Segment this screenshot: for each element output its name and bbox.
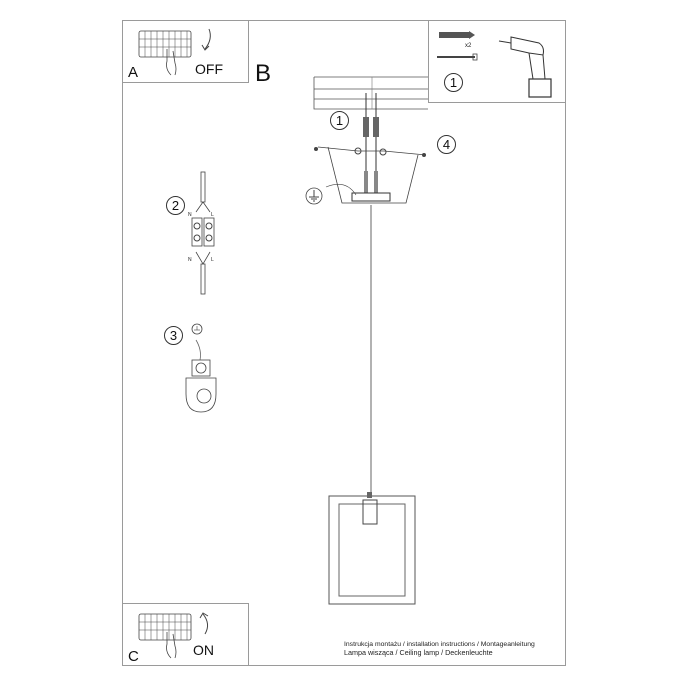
on-label: ON [193,642,214,658]
tools-panel: x2 1 [428,20,566,103]
arrow-down-icon [201,28,211,51]
screw-icon [437,53,478,61]
neutral-top-label: N [188,212,192,218]
caption-line-2: Lampa wisząca / Ceiling lamp / Deckenleu… [344,648,493,657]
neutral-bottom-label: N [188,257,192,263]
off-label: OFF [195,61,223,77]
panel-b-letter: B [255,60,272,87]
step-1-badge: 1 [444,73,463,92]
breaker-panel-icon [138,30,192,76]
panel-c: C ON [122,603,249,666]
live-bottom-label: L [211,257,214,263]
dowel-count: x2 [465,43,472,49]
earth-symbol-icon [305,187,323,205]
arrow-up-icon [199,612,209,635]
ceiling-mount-diagram [313,76,428,204]
live-top-label: L [211,212,214,218]
wall-plug-icon [439,31,475,39]
panel-a: A OFF [122,20,249,83]
drill-icon [498,36,552,98]
terminal-block-diagram [191,171,215,295]
pendant-cord [370,205,372,495]
earth-terminal-diagram [185,323,217,413]
panel-c-letter: C [128,648,139,665]
caption: Instrukcja montażu / installation instru… [344,641,535,657]
step-1-dowel-badge: 1 [330,111,349,130]
panel-a-letter: A [128,64,139,81]
caption-line-1: Instrukcja montażu / installation instru… [344,641,535,648]
lamp-frame [328,492,416,605]
breaker-panel-icon [138,613,192,659]
step-2-badge: 2 [166,196,185,215]
step-4-badge: 4 [437,135,456,154]
page-frame [122,20,566,666]
step-3-badge: 3 [164,326,183,345]
